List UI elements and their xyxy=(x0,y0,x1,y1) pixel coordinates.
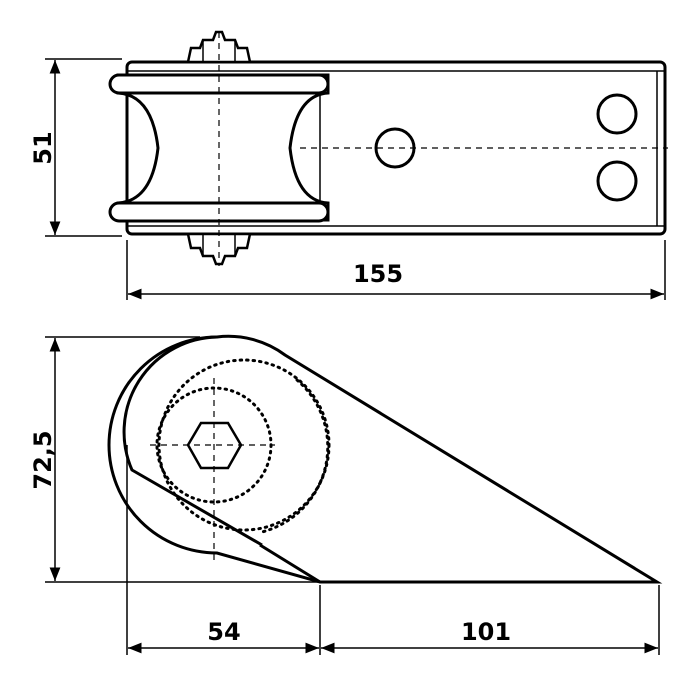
dim-101-label: 101 xyxy=(461,618,511,646)
mount-hole-center xyxy=(374,127,416,169)
roller-dotted-right xyxy=(260,378,330,534)
dim-725-label: 72,5 xyxy=(29,430,57,489)
dim-155-label: 155 xyxy=(353,260,403,288)
roller-dotted-circle xyxy=(157,358,331,532)
bracket-side-outline xyxy=(107,334,663,584)
top-view: 51 155 xyxy=(29,30,668,300)
mount-hole-upper xyxy=(596,93,638,135)
roller-spool xyxy=(116,73,330,222)
bracket-side-lower-edge xyxy=(259,543,321,584)
dim-54-label: 54 xyxy=(207,618,240,646)
dim-51-label: 51 xyxy=(29,131,57,164)
mount-hole-lower xyxy=(596,160,638,202)
axle-nut-bottom xyxy=(186,232,252,266)
side-view: 72,5 54 101 xyxy=(29,334,663,655)
